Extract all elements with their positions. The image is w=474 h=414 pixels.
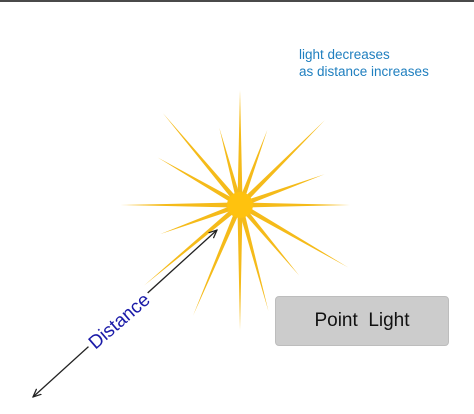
sun-ray (237, 204, 269, 312)
sun-ray (239, 174, 325, 208)
sun-ray (237, 129, 268, 206)
sun-ray (240, 202, 350, 208)
sun-ray (237, 205, 243, 330)
note-line-1: light decreases (299, 47, 390, 62)
sun-ray (238, 203, 300, 276)
point-light-label: Point Light (314, 310, 410, 331)
sun-ray (238, 120, 325, 207)
top-border (0, 0, 474, 2)
distance-note: light decreases as distance increases (299, 46, 429, 80)
sun-ray (219, 127, 243, 206)
sun-ray (238, 202, 349, 268)
sun-ray (157, 157, 242, 208)
sun-ray (162, 113, 242, 207)
point-light-label-box: Point Light (275, 296, 449, 346)
sun-ray (160, 202, 241, 235)
note-line-2: as distance increases (299, 64, 429, 79)
sun-ray (120, 202, 240, 208)
sun-icon (227, 192, 253, 218)
sun-ray (237, 90, 243, 205)
sun-ray (144, 203, 242, 286)
